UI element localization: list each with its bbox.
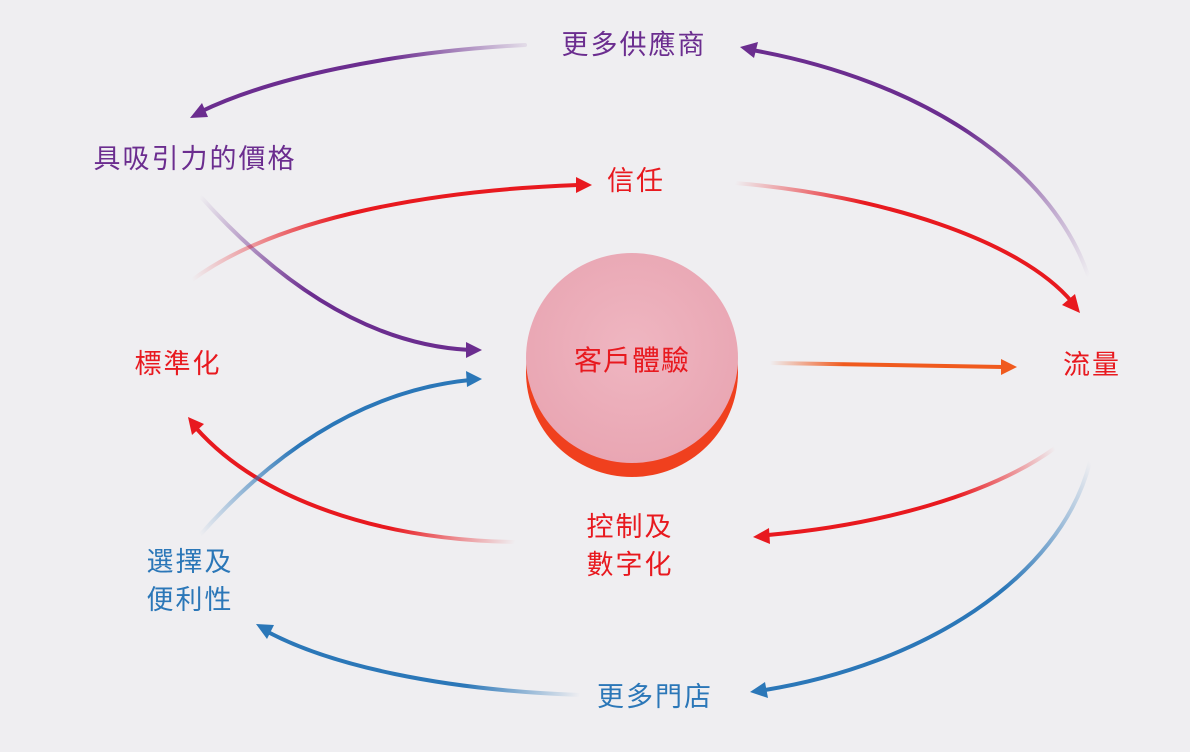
label-control-line2: 數字化 bbox=[587, 550, 674, 581]
arrow-traffic-to-control bbox=[766, 446, 1057, 537]
arrow-choice-to-experience bbox=[198, 378, 472, 537]
label-attractive-price: 具吸引力的價格 bbox=[94, 144, 297, 175]
center-label: 客戶體驗 bbox=[574, 344, 690, 377]
arrow-price-to-experience bbox=[198, 194, 472, 352]
arrows bbox=[188, 42, 1092, 698]
arrow-standardization-to-trust bbox=[190, 183, 580, 282]
arrowhead-experience-blue bbox=[466, 371, 482, 387]
arrow-suppliers-to-price bbox=[198, 43, 527, 114]
arrowhead-suppliers bbox=[740, 42, 758, 58]
arrowhead-experience-purple bbox=[466, 342, 482, 358]
arrowhead-standardization bbox=[188, 417, 204, 435]
arrow-trust-to-traffic bbox=[733, 181, 1074, 304]
label-control-line1: 控制及 bbox=[587, 512, 674, 543]
label-more-stores: 更多門店 bbox=[597, 682, 713, 713]
arrow-control-to-standardization bbox=[194, 426, 517, 544]
arrowhead-stores bbox=[750, 682, 768, 698]
arrowhead-price bbox=[190, 103, 208, 118]
arrowhead-trust bbox=[576, 177, 592, 193]
arrowhead-traffic-orange bbox=[1001, 359, 1017, 375]
label-traffic: 流量 bbox=[1063, 350, 1121, 381]
arrow-experience-to-traffic bbox=[768, 361, 1005, 369]
arrowhead-choice bbox=[256, 624, 274, 639]
node-labels: 更多供應商 具吸引力的價格 信任 標準化 流量 控制及 數字化 選擇及 便利性 … bbox=[94, 30, 1121, 713]
arrowhead-control bbox=[753, 528, 770, 544]
label-choice-line1: 選擇及 bbox=[147, 547, 234, 578]
arrowhead-traffic bbox=[1062, 294, 1080, 313]
customer-experience-node: 客戶體驗 bbox=[526, 253, 738, 477]
arrow-traffic-to-stores bbox=[763, 460, 1092, 692]
center-circle bbox=[526, 253, 738, 463]
label-trust: 信任 bbox=[607, 166, 665, 197]
label-standardization: 標準化 bbox=[135, 349, 222, 380]
label-choice-line2: 便利性 bbox=[147, 585, 234, 616]
arrow-stores-to-choice bbox=[266, 630, 582, 697]
arrow-traffic-to-suppliers bbox=[750, 48, 1090, 277]
label-more-suppliers: 更多供應商 bbox=[562, 30, 707, 61]
